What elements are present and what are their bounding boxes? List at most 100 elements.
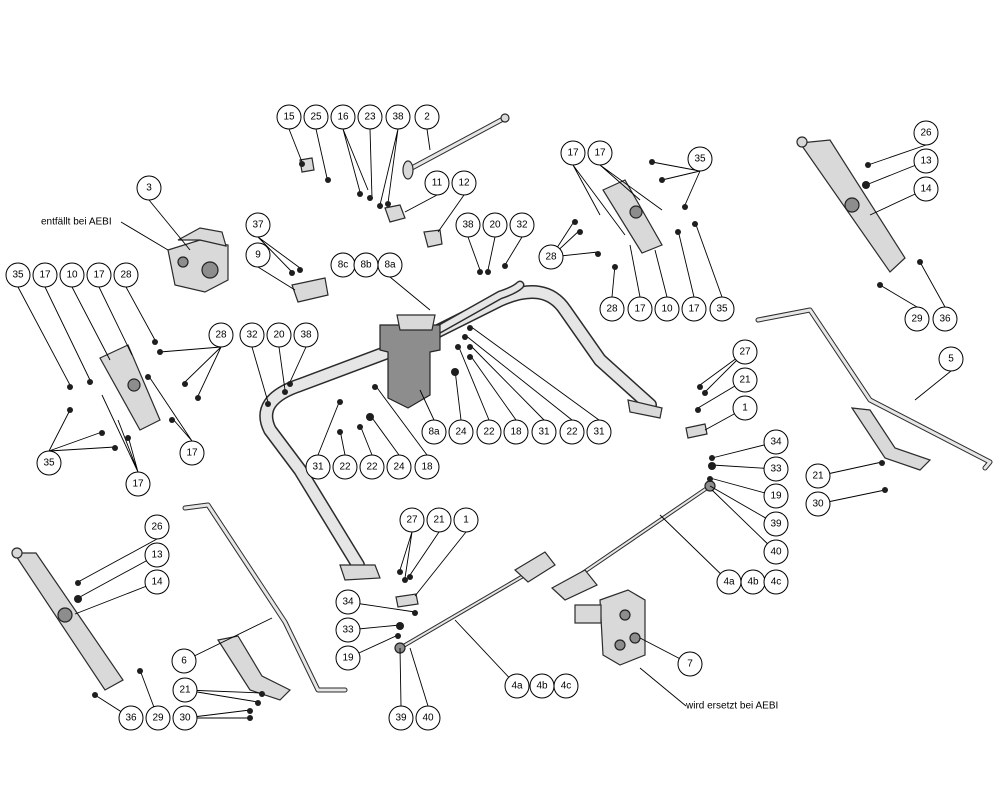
callout-label: 35 (716, 304, 728, 315)
callout-label: 16 (337, 112, 349, 123)
callout-circle (266, 322, 292, 348)
callout-15: 15 (276, 104, 302, 130)
callout-label: 11 (432, 178, 443, 189)
callout-circle (359, 454, 385, 480)
callout-17: 17 (560, 140, 586, 166)
callout-26: 26 (913, 120, 939, 146)
callout-label: 21 (739, 375, 751, 386)
lower-link-right (796, 136, 906, 273)
callout-label: 36 (125, 713, 137, 724)
callout-33: 33 (335, 617, 361, 643)
callout-label: 24 (455, 427, 467, 438)
callout-circle (305, 454, 331, 480)
callout-17: 17 (125, 471, 151, 497)
callout-35: 35 (709, 296, 735, 322)
callout-label: 2 (424, 112, 430, 123)
callout-22: 22 (476, 419, 502, 445)
callout-circle (414, 104, 440, 130)
callout-8a: 8a (377, 252, 403, 278)
callout-label: 17 (93, 270, 105, 281)
callout-circle (904, 306, 930, 332)
callout-4b: 4b (529, 673, 555, 699)
callout-circle (86, 262, 112, 288)
callout-circle (805, 463, 831, 489)
callout-14: 14 (144, 569, 170, 595)
callout-label: 10 (661, 304, 673, 315)
callout-label: 40 (770, 547, 782, 558)
callout-label: 35 (43, 458, 55, 469)
callout-label: 3 (146, 183, 152, 194)
callout-circle (421, 419, 447, 445)
callout-circle (453, 507, 479, 533)
callout-label: 4c (771, 577, 782, 588)
callout-circle (677, 651, 703, 677)
callout-29: 29 (145, 705, 171, 731)
callout-label: 20 (489, 220, 501, 231)
callout-circle (335, 589, 361, 615)
callout-label: 21 (433, 515, 445, 526)
callout-circle (357, 104, 383, 130)
callout-circle (172, 677, 198, 703)
callout-label: 32 (246, 330, 258, 341)
callout-circle (335, 645, 361, 671)
callout-35: 35 (36, 450, 62, 476)
callout-17: 17 (86, 262, 112, 288)
callout-39: 39 (763, 511, 789, 537)
callout-circle (732, 339, 758, 365)
callout-35: 35 (687, 146, 713, 172)
callout-circle (503, 419, 529, 445)
callout-22: 22 (559, 419, 585, 445)
callout-label: 40 (422, 713, 434, 724)
callout-label: 6 (181, 656, 187, 667)
callout-circle (5, 262, 31, 288)
callout-24: 24 (448, 419, 474, 445)
callout-20: 20 (266, 322, 292, 348)
diagram-note: wird ersetzt bei AEBI (685, 701, 778, 712)
callout-38: 38 (385, 104, 411, 130)
callout-21: 21 (805, 463, 831, 489)
callout-label: 20 (273, 330, 285, 341)
arm-bracket-right (602, 179, 663, 254)
callout-circle (805, 491, 831, 517)
callout-label: 37 (252, 220, 264, 231)
callout-34: 34 (763, 429, 789, 455)
callout-label: 18 (421, 462, 433, 473)
callout-circle (293, 322, 319, 348)
callout-label: 24 (393, 462, 405, 473)
callout-18: 18 (414, 454, 440, 480)
callout-label: 1 (463, 515, 469, 526)
callout-circle (399, 507, 425, 533)
callout-circle (763, 483, 789, 509)
callout-30: 30 (805, 491, 831, 517)
callout-circle (144, 542, 170, 568)
callout-4b: 4b (740, 569, 766, 595)
callout-label: 17 (186, 448, 198, 459)
callout-circle (125, 471, 151, 497)
callout-circle (388, 705, 414, 731)
callout-16: 16 (330, 104, 356, 130)
callout-circle (145, 705, 171, 731)
callout-circle (763, 456, 789, 482)
callout-label: 19 (770, 491, 782, 502)
callout-circle (627, 296, 653, 322)
callout-label: 22 (339, 462, 351, 473)
callout-label: 35 (12, 270, 24, 281)
callout-27: 27 (732, 339, 758, 365)
callout-circle (553, 673, 579, 699)
callout-31: 31 (305, 454, 331, 480)
callout-40: 40 (415, 705, 441, 731)
callout-label: 9 (255, 250, 261, 261)
callout-label: 36 (939, 314, 951, 325)
callout-circle (36, 450, 62, 476)
top-link-upper (550, 480, 716, 601)
callout-label: 17 (688, 304, 700, 315)
callout-circle (415, 705, 441, 731)
callout-21: 21 (172, 677, 198, 703)
callout-circle (424, 170, 450, 196)
callout-26: 26 (144, 514, 170, 540)
callout-label: 4b (747, 577, 759, 588)
callout-circle (144, 514, 170, 540)
callout-label: 8a (428, 427, 440, 438)
